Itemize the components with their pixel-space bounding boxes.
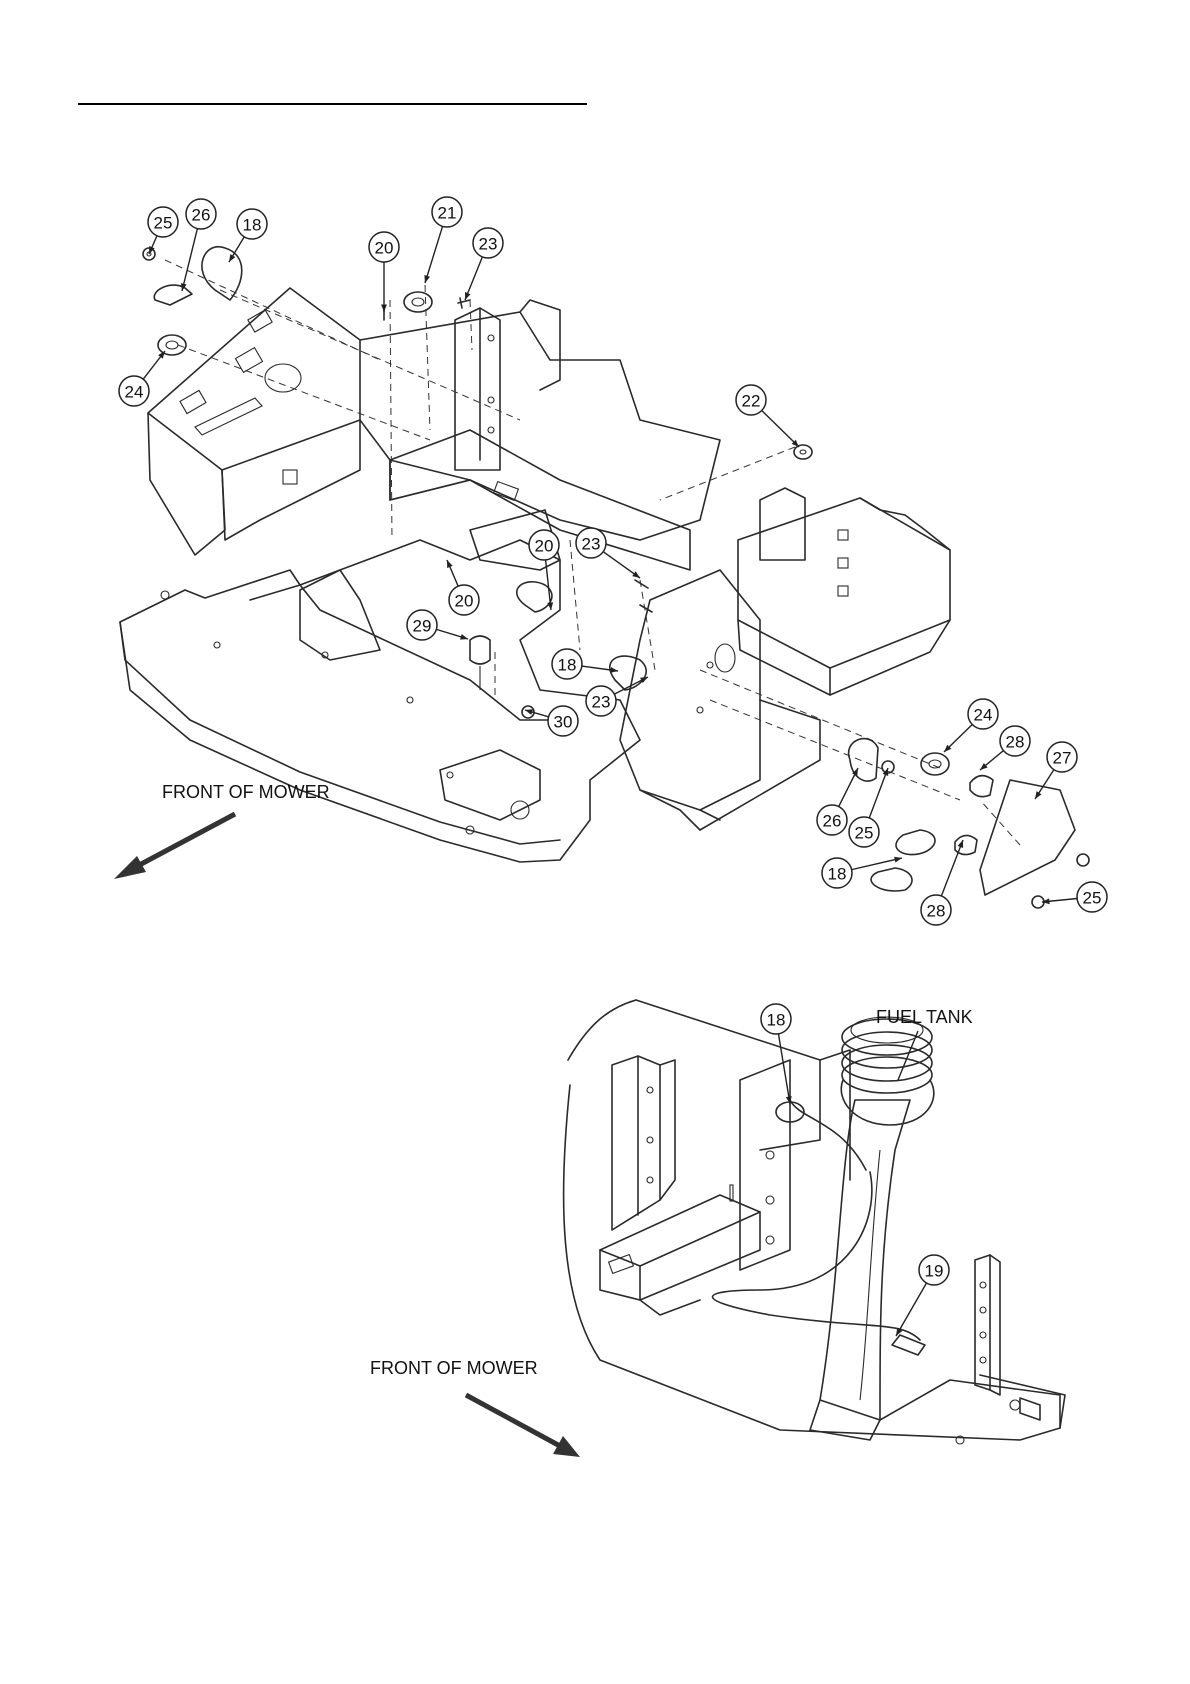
lower-front-label: FRONT OF MOWER — [370, 1358, 538, 1378]
callout-number-c-19: 19 — [925, 1262, 944, 1281]
callout-bubble-c-18c: 18 — [822, 858, 852, 888]
callout-bubble-c-23a: 23 — [473, 228, 503, 258]
part-18-cable-tie-lower — [610, 656, 646, 690]
callout-bubble-c-25b: 25 — [849, 817, 879, 847]
callout-number-c-23c: 23 — [592, 693, 611, 712]
callout-number-c-24b: 24 — [974, 706, 993, 725]
callout-bubble-c-18b: 18 — [552, 649, 582, 679]
callout-bubble-c-18d: 18 — [761, 1004, 791, 1034]
leader-arrowhead-c-23b — [632, 571, 640, 578]
callout-number-c-28a: 28 — [1006, 733, 1025, 752]
callout-number-c-28b: 28 — [927, 902, 946, 921]
part-18-cable-tie-right-lower — [871, 868, 912, 891]
part-23-bolt-top — [458, 298, 470, 308]
part-24-grommet-left — [158, 335, 186, 355]
part-27-bracket — [980, 780, 1075, 895]
callout-bubble-c-28b: 28 — [921, 895, 951, 925]
callout-number-c-22: 22 — [742, 392, 761, 411]
callout-bubble-c-21: 21 — [432, 197, 462, 227]
callout-number-c-21: 21 — [438, 204, 457, 223]
callout-bubble-c-20c: 20 — [449, 585, 479, 615]
leader-line-c-20b — [546, 560, 551, 610]
lower-front-arrow — [466, 1395, 580, 1457]
part-18-cable-tie-middle — [517, 582, 552, 612]
callout-number-c-18d: 18 — [767, 1011, 786, 1030]
leader-line-c-18d — [778, 1034, 790, 1104]
callout-bubble-c-18a: 18 — [237, 209, 267, 239]
callout-number-c-24a: 24 — [125, 383, 144, 402]
callout-number-c-29: 29 — [413, 617, 432, 636]
fuel-tank-leader — [898, 1031, 918, 1080]
part-26-clamp-right — [849, 739, 878, 781]
callout-bubble-c-26a: 26 — [186, 199, 216, 229]
leader-arrowhead-c-21 — [424, 275, 430, 283]
callout-bubble-c-26b: 26 — [817, 805, 847, 835]
callout-number-c-26b: 26 — [823, 812, 842, 831]
leader-arrowhead-c-30 — [525, 709, 533, 715]
part-18-cable-tie-left — [202, 247, 242, 300]
leader-arrowhead-c-28b — [958, 840, 963, 848]
callout-number-c-20c: 20 — [455, 592, 474, 611]
leader-arrowhead-c-23a — [465, 292, 471, 300]
upper-front-arrow — [114, 814, 235, 879]
callout-bubble-c-22: 22 — [736, 385, 766, 415]
leader-arrowhead-c-18b — [610, 667, 618, 673]
part-21-grommet — [404, 292, 432, 312]
callout-number-c-26a: 26 — [192, 206, 211, 225]
callout-number-c-20b: 20 — [535, 537, 554, 556]
callout-bubble-c-29: 29 — [407, 610, 437, 640]
callout-number-c-23b: 23 — [582, 535, 601, 554]
callout-number-c-18b: 18 — [558, 656, 577, 675]
leader-line-c-22 — [762, 410, 799, 447]
part-25-nut-far-right-upper — [1077, 854, 1089, 866]
callout-bubble-c-24a: 24 — [119, 376, 149, 406]
leader-arrowhead-c-29 — [460, 634, 468, 640]
callout-number-c-18c: 18 — [828, 865, 847, 884]
callout-bubble-c-24b: 24 — [968, 699, 998, 729]
part-19-clip — [892, 1335, 925, 1355]
upper-hardware-parts — [143, 247, 1089, 908]
part-26-clamp-left — [154, 285, 192, 305]
callout-number-c-18a: 18 — [243, 216, 262, 235]
upper-front-label: FRONT OF MOWER — [162, 782, 330, 802]
callout-number-c-25b: 25 — [855, 824, 874, 843]
leader-line-c-25b — [869, 768, 888, 818]
callout-number-c-23a: 23 — [479, 235, 498, 254]
part-23-bolts-right — [635, 580, 652, 612]
callout-number-c-30: 30 — [554, 713, 573, 732]
callout-bubble-c-25c: 25 — [1077, 882, 1107, 912]
part-28-bushing-top — [970, 776, 993, 797]
leader-line-c-19 — [896, 1283, 927, 1336]
leader-arrowhead-c-20a — [381, 305, 387, 312]
callout-bubble-c-20a: 20 — [369, 232, 399, 262]
callout-bubble-c-19: 19 — [919, 1255, 949, 1285]
part-24-grommet-right — [921, 753, 949, 775]
leader-line-c-28b — [941, 840, 963, 896]
callout-number-c-25c: 25 — [1083, 889, 1102, 908]
callout-bubble-c-20b: 20 — [529, 530, 559, 560]
leader-arrowhead-c-18a — [229, 254, 235, 262]
leader-arrowhead-c-27 — [1035, 791, 1041, 799]
part-22-washer — [794, 445, 812, 459]
upper-leader-lines — [143, 226, 1077, 904]
callout-number-c-27: 27 — [1053, 749, 1072, 768]
callout-number-c-25a: 25 — [154, 214, 173, 233]
callout-bubble-c-25a: 25 — [148, 207, 178, 237]
leader-line-c-26a — [182, 229, 197, 291]
leader-line-c-21 — [425, 226, 443, 283]
callout-bubble-c-28a: 28 — [1000, 726, 1030, 756]
callout-number-c-20a: 20 — [375, 239, 394, 258]
callout-bubble-c-27: 27 — [1047, 742, 1077, 772]
fuel-tank-label: FUEL TANK — [876, 1007, 973, 1027]
callout-bubble-c-23c: 23 — [586, 686, 616, 716]
part-18-cable-tie-right-upper — [896, 830, 935, 855]
lower-detail-view — [564, 1000, 1065, 1444]
upper-callout-bubbles: 25 26 18 24 20 21 23 22 20 23 20 29 18 23 30 24 28 27 26 25… — [119, 197, 1107, 925]
callout-bubble-c-23b: 23 — [576, 528, 606, 558]
callout-bubble-c-30: 30 — [548, 706, 578, 736]
leader-arrowhead-c-20c — [447, 560, 453, 568]
